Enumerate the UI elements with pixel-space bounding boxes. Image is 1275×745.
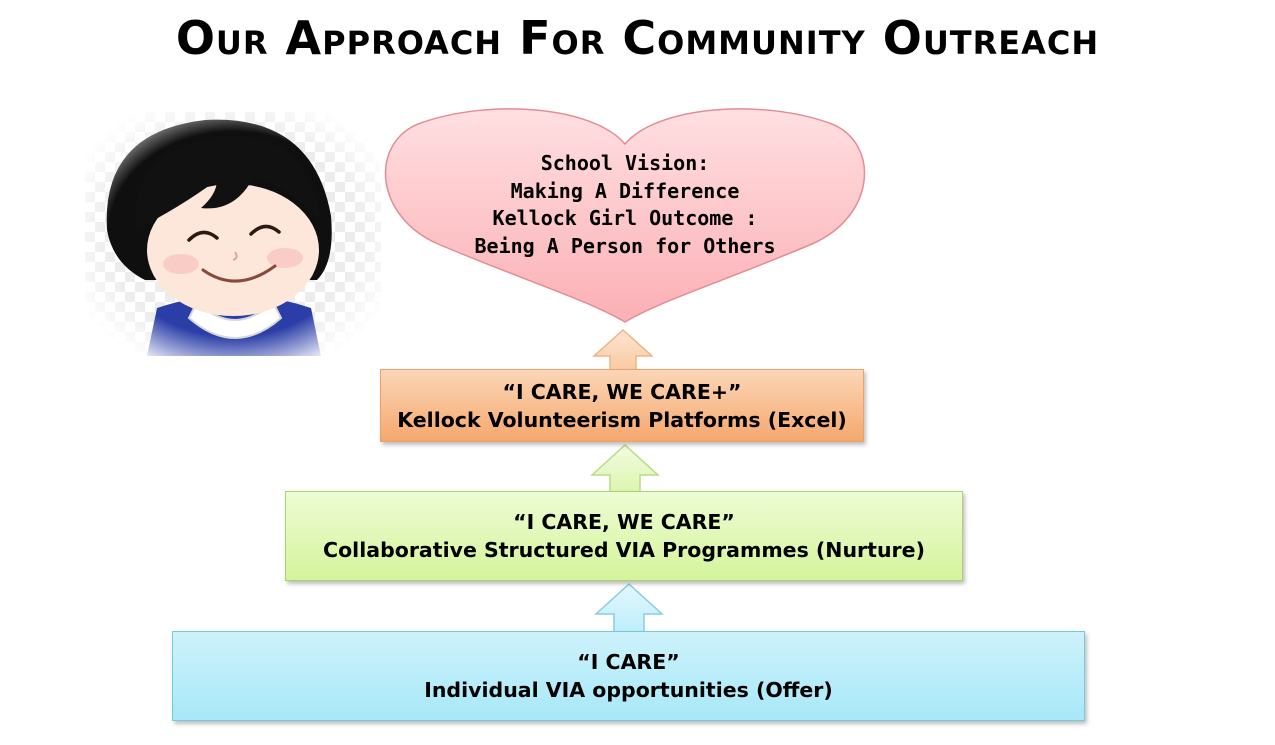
level-excel-box: “I CARE, WE CARE+” Kellock Volunteerism … bbox=[380, 369, 864, 442]
up-arrow-icon bbox=[592, 328, 654, 370]
level-offer-description: Individual VIA opportunities (Offer) bbox=[424, 678, 833, 702]
level-nurture-box: “I CARE, WE CARE” Collaborative Structur… bbox=[285, 491, 963, 581]
vision-line-2: Making A Difference bbox=[510, 178, 740, 203]
vision-text: School Vision: Making A Difference Kello… bbox=[430, 150, 820, 260]
level-offer-box: “I CARE” Individual VIA opportunities (O… bbox=[172, 631, 1085, 721]
up-arrow-icon bbox=[590, 443, 660, 493]
level-excel-description: Kellock Volunteerism Platforms (Excel) bbox=[397, 407, 847, 432]
vision-line-1: School Vision: bbox=[540, 151, 710, 175]
vision-heart-shape bbox=[384, 108, 866, 323]
vision-line-3: Kellock Girl Outcome : bbox=[492, 206, 758, 230]
vision-line-4: Being A Person for Others bbox=[474, 233, 776, 258]
level-nurture-description: Collaborative Structured VIA Programmes … bbox=[323, 538, 925, 562]
girl-avatar-illustration bbox=[85, 112, 381, 356]
level-nurture-title: “I CARE, WE CARE” bbox=[513, 510, 735, 534]
level-excel-title: “I CARE, WE CARE+” bbox=[502, 379, 742, 404]
slide-title: Our Approach For Community Outreach bbox=[175, 11, 1100, 65]
up-arrow-icon bbox=[594, 582, 664, 632]
level-offer-title: “I CARE” bbox=[577, 650, 680, 674]
